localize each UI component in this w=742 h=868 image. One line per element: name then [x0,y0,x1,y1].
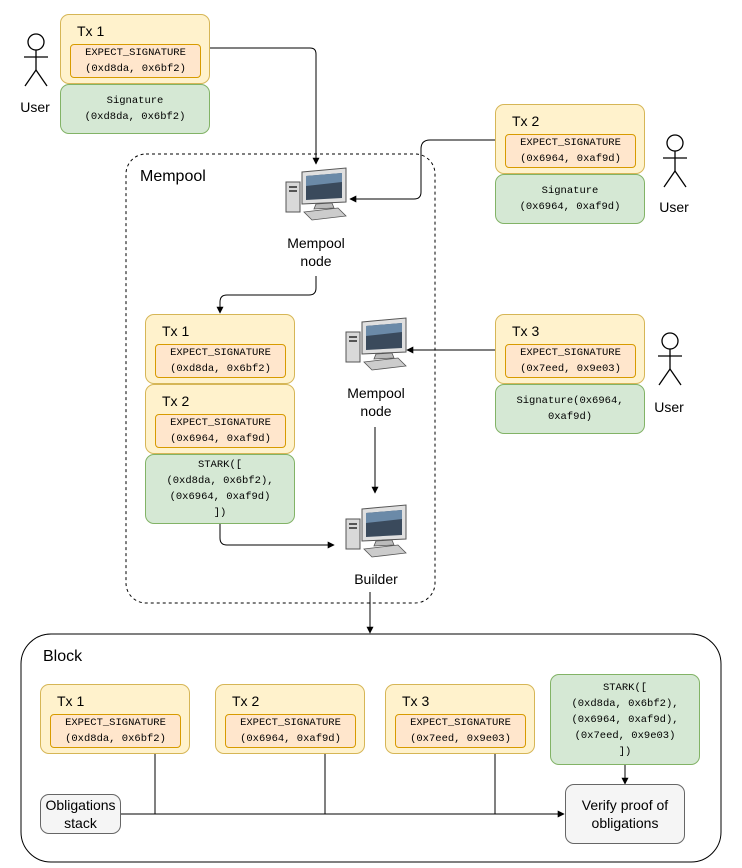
block-label: Block [43,648,83,665]
user-tx3-signature: Signature(0x6964,0xaf9d) [495,384,645,434]
tx-title: Tx 3 [402,693,430,709]
mempool-container [125,153,436,604]
block-tx3-card: Tx 3 EXPECT_SIGNATURE(0x7eed, 0x9e03) [385,684,535,754]
obligation-box: EXPECT_SIGNATURE(0xd8da, 0x6bf2) [155,344,286,378]
obligation-box: EXPECT_SIGNATURE(0x7eed, 0x9e03) [395,714,526,748]
obligation-box: EXPECT_SIGNATURE(0x6964, 0xaf9d) [225,714,356,748]
arrow-tx2-to-node1 [349,139,496,203]
obligation-box: EXPECT_SIGNATURE(0x7eed, 0x9e03) [505,344,636,378]
mempool-node-1-icon [285,167,347,221]
user-tx2-signature: Signature(0x6964, 0xaf9d) [495,174,645,224]
user-tx3-card: Tx 3 EXPECT_SIGNATURE(0x7eed, 0x9e03) [495,314,645,384]
pool-tx2-card: Tx 2 EXPECT_SIGNATURE(0x6964, 0xaf9d) [145,384,295,454]
tx-title: Tx 2 [512,113,540,129]
block-stark-proof: STARK([(0xd8da, 0x6bf2),(0x6964, 0xaf9d)… [550,674,700,765]
arrow-pool-to-builder [219,524,335,549]
block-tx1-card: Tx 1 EXPECT_SIGNATURE(0xd8da, 0x6bf2) [40,684,190,754]
user-3-label: User [654,399,684,415]
tx-title: Tx 1 [77,23,105,39]
block-container [20,633,722,863]
tx-title: Tx 1 [162,323,190,339]
tx-title: Tx 2 [232,693,260,709]
obligation-box: EXPECT_SIGNATURE(0xd8da, 0x6bf2) [70,44,201,78]
user-2-label: User [659,199,689,215]
tx-title: Tx 2 [162,393,190,409]
user-1-icon [23,33,49,87]
block-tx2-card: Tx 2 EXPECT_SIGNATURE(0x6964, 0xaf9d) [215,684,365,754]
obligation-box: EXPECT_SIGNATURE(0xd8da, 0x6bf2) [50,714,181,748]
mempool-node-2-icon [345,317,407,371]
arrow-node1-to-pool [216,276,317,314]
user-tx1-card: Tx 1 EXPECT_SIGNATURE(0xd8da, 0x6bf2) [60,14,210,84]
pool-stark-proof: STARK([(0xd8da, 0x6bf2),(0x6964, 0xaf9d)… [145,454,295,524]
obligation-box: EXPECT_SIGNATURE(0x6964, 0xaf9d) [505,134,636,168]
obligation-box: EXPECT_SIGNATURE(0x6964, 0xaf9d) [155,414,286,448]
builder-icon [345,504,407,558]
tx-title: Tx 1 [57,693,85,709]
mempool-label: Mempool [140,168,206,185]
tx-title: Tx 3 [512,323,540,339]
arrow-tx1-to-node1 [210,47,320,165]
user-2-icon [662,134,688,188]
pool-tx1-card: Tx 1 EXPECT_SIGNATURE(0xd8da, 0x6bf2) [145,314,295,384]
user-tx2-card: Tx 2 EXPECT_SIGNATURE(0x6964, 0xaf9d) [495,104,645,174]
user-1-label: User [20,99,50,115]
builder-label: Builder [354,571,398,587]
user-3-icon [657,332,683,386]
user-tx1-signature: Signature(0xd8da, 0x6bf2) [60,84,210,134]
